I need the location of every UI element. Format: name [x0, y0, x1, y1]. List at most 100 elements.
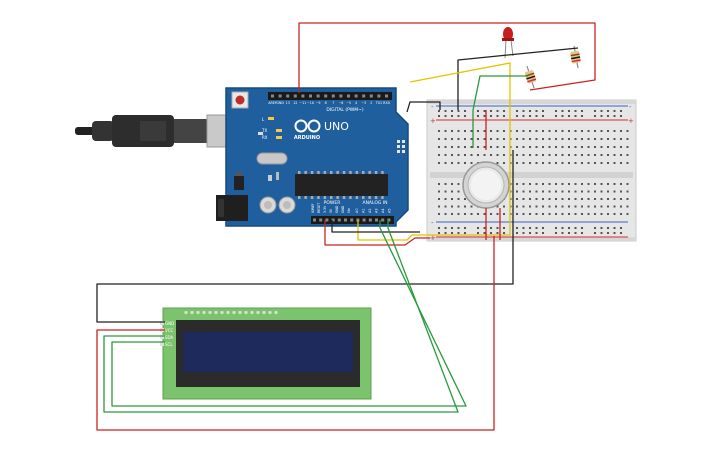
breadboard: - + - + - + — [426, 99, 637, 242]
lcd-screen — [183, 332, 353, 372]
header-pin[interactable] — [354, 94, 358, 98]
lcd-header-pin — [244, 310, 248, 315]
header-pin[interactable] — [339, 94, 343, 98]
digital-pin-label: GND — [276, 101, 284, 105]
lcd-i2c-pin[interactable] — [160, 342, 164, 346]
icsp-pin — [397, 140, 400, 143]
header-pin[interactable] — [375, 218, 378, 222]
wire-black — [406, 101, 441, 113]
header-pin[interactable] — [381, 218, 385, 222]
usb-cable — [75, 114, 242, 148]
header-pin[interactable] — [325, 218, 329, 222]
header-pin[interactable] — [301, 94, 305, 98]
power-pin-label: GND — [335, 205, 339, 213]
lcd-header-pin — [184, 310, 188, 315]
header-pin[interactable] — [385, 94, 388, 98]
gas-sensor — [462, 161, 510, 209]
microcontroller-chip — [295, 174, 388, 196]
icsp-pin — [397, 150, 400, 153]
header-pin[interactable] — [344, 218, 347, 222]
crystal-oscillator — [256, 152, 288, 165]
digital-header — [268, 92, 392, 100]
header-pin[interactable] — [387, 218, 391, 222]
power-pin-label: IOREF — [311, 203, 315, 213]
analog-pin-label: A1 — [362, 209, 366, 213]
header-pin[interactable] — [313, 218, 316, 222]
header-pin[interactable] — [331, 94, 335, 98]
analog-header — [352, 216, 394, 224]
lcd-header-pin — [214, 310, 218, 315]
lcd-header-pin — [208, 310, 212, 315]
rail-minus-sign: - — [629, 103, 632, 111]
brand-text: ARDUINO — [294, 135, 320, 141]
header-pin[interactable] — [369, 94, 373, 98]
analog-header-label: ANALOG IN — [362, 200, 387, 206]
digital-pin-label: ~5 — [346, 101, 351, 105]
wire-green — [111, 220, 467, 407]
digital-pin-label: 8 — [325, 101, 327, 105]
lcd-header-pin — [220, 310, 224, 315]
led-label-tx: TX — [261, 128, 267, 133]
lcd-header-pin — [232, 310, 236, 315]
wire-green — [103, 220, 459, 413]
icsp-pin — [402, 140, 405, 143]
analog-pin-label: A2 — [368, 209, 372, 213]
header-pin[interactable] — [331, 218, 335, 222]
header-pin[interactable] — [347, 94, 350, 98]
lcd-header-pin — [196, 310, 200, 315]
lcd-header-pin — [274, 310, 278, 315]
header-pin[interactable] — [362, 218, 366, 222]
lcd-pin-label-vcc: VCC — [165, 328, 174, 333]
header-pin[interactable] — [271, 94, 274, 98]
header-pin[interactable] — [337, 218, 341, 222]
analog-pin-label: A5 — [388, 209, 392, 213]
header-pin[interactable] — [316, 94, 320, 98]
led — [502, 27, 514, 59]
header-pin[interactable] — [278, 94, 282, 98]
digital-pin-label: ~10 — [307, 101, 314, 105]
digital-pin-label: ~3 — [361, 101, 366, 105]
digital-pin-label: 12 — [293, 101, 297, 105]
lcd-i2c-pin[interactable] — [160, 335, 164, 339]
power-header-label: POWER — [324, 200, 341, 206]
header-pin[interactable] — [293, 94, 297, 98]
header-pin[interactable] — [324, 94, 328, 98]
wire-yellow — [357, 115, 511, 241]
rail-plus-sign: + — [430, 117, 436, 125]
header-pin[interactable] — [350, 218, 354, 222]
icsp-pin — [402, 150, 405, 153]
wire-black — [96, 150, 514, 323]
header-pin[interactable] — [286, 94, 290, 98]
lcd-header-pin — [202, 310, 206, 315]
digital-pin-label: 4 — [355, 101, 357, 105]
led-label-l: L — [262, 117, 265, 122]
rail-minus-sign: - — [431, 219, 434, 227]
header-pin[interactable] — [368, 218, 372, 222]
wire-black — [457, 47, 579, 110]
header-pin[interactable] — [309, 94, 312, 98]
power-pin-label: GND — [341, 205, 345, 213]
digital-pin-label: ~11 — [299, 101, 306, 105]
lcd-pin-label-sda: SDA — [165, 335, 174, 340]
lcd-header-pin — [226, 310, 230, 315]
power-pin-label: Vin — [347, 208, 351, 213]
header-pin[interactable] — [362, 94, 366, 98]
analog-pin-label: A0 — [355, 209, 359, 213]
led-label-rx: RX — [262, 135, 268, 140]
resistor — [524, 65, 537, 89]
wires — [96, 22, 596, 431]
digital-pin-label: AREF — [268, 101, 277, 105]
analog-pin-label: A3 — [375, 209, 379, 213]
analog-pin-label: A4 — [381, 209, 385, 213]
wire-red — [96, 236, 495, 431]
icsp-pin — [402, 145, 405, 148]
header-pin[interactable] — [377, 94, 381, 98]
header-pin[interactable] — [319, 218, 323, 222]
lcd-i2c-pin[interactable] — [160, 321, 164, 325]
lcd-pin-label-gnd: GND — [165, 321, 174, 326]
wire-black — [331, 220, 420, 233]
icsp-pin — [397, 145, 400, 148]
model-text: UNO — [324, 120, 349, 133]
digital-pin-label: ~9 — [316, 101, 321, 105]
